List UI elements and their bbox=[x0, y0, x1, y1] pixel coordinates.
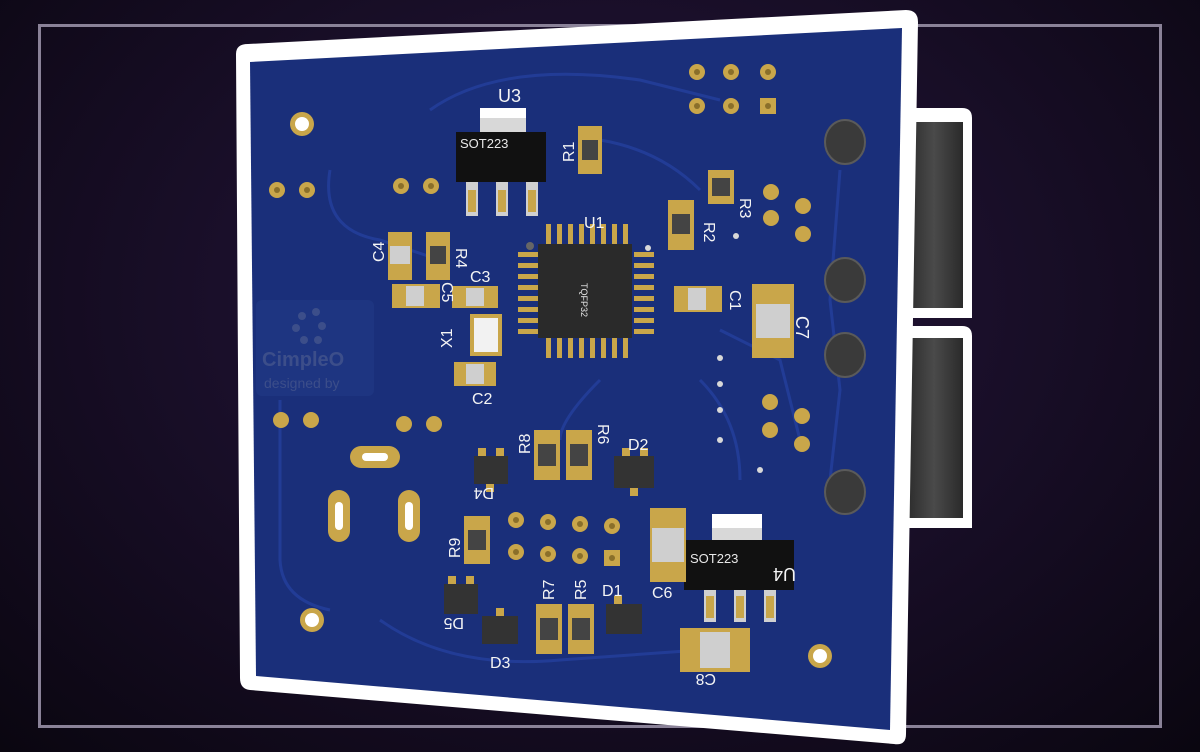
label-r4: R4 bbox=[452, 248, 469, 269]
label-d2: D2 bbox=[628, 437, 649, 454]
u4-package-label: SOT223 bbox=[690, 551, 738, 566]
connector-bottom bbox=[905, 326, 972, 528]
logo-tagline: designed by bbox=[264, 375, 340, 391]
u3-regulator: SOT223 bbox=[456, 108, 546, 216]
label-r5: R5 bbox=[573, 579, 590, 600]
label-u4: U4 bbox=[773, 564, 796, 584]
silkscreen-labels: U3 U1 U4 R1 R2 R3 R4 C4 C5 C3 X1 C2 C1 C… bbox=[371, 86, 812, 687]
label-u3: U3 bbox=[498, 86, 521, 106]
diodes bbox=[444, 448, 654, 644]
smd-passives bbox=[388, 126, 794, 672]
label-r9: R9 bbox=[447, 537, 464, 558]
label-c5: C5 bbox=[438, 282, 455, 303]
label-c8: C8 bbox=[695, 670, 716, 687]
label-d4: D4 bbox=[473, 484, 494, 501]
label-r2: R2 bbox=[700, 222, 717, 243]
vias bbox=[645, 233, 763, 473]
label-c6: C6 bbox=[652, 585, 673, 602]
cimpleo-logo: CimpleO designed by bbox=[256, 300, 374, 396]
label-c1: C1 bbox=[726, 290, 743, 311]
pad-holes bbox=[274, 69, 771, 561]
label-r1: R1 bbox=[561, 141, 578, 162]
label-c7: C7 bbox=[792, 316, 812, 339]
slot-pads bbox=[328, 446, 420, 542]
u3-package-label: SOT223 bbox=[460, 136, 508, 151]
label-d3: D3 bbox=[490, 655, 511, 672]
u4-regulator: SOT223 bbox=[684, 514, 794, 622]
label-x1: X1 bbox=[439, 328, 456, 348]
label-d5: D5 bbox=[443, 614, 464, 631]
copper-traces bbox=[278, 72, 842, 664]
u1-package-label: TQFP32 bbox=[579, 283, 589, 317]
label-r6: R6 bbox=[594, 424, 611, 445]
label-c2: C2 bbox=[472, 391, 493, 408]
label-d1: D1 bbox=[602, 583, 623, 600]
label-u1: U1 bbox=[584, 215, 605, 232]
frame-border bbox=[38, 24, 1162, 728]
label-r7: R7 bbox=[541, 579, 558, 600]
mounting-holes bbox=[290, 112, 832, 668]
u1-mcu: TQFP32 bbox=[518, 224, 654, 358]
connector-pins bbox=[824, 119, 866, 515]
label-r8: R8 bbox=[517, 433, 534, 454]
logo-brand: CimpleO bbox=[262, 349, 344, 371]
label-r3: R3 bbox=[736, 198, 753, 219]
label-c3: C3 bbox=[470, 269, 491, 286]
label-c4: C4 bbox=[371, 241, 388, 262]
